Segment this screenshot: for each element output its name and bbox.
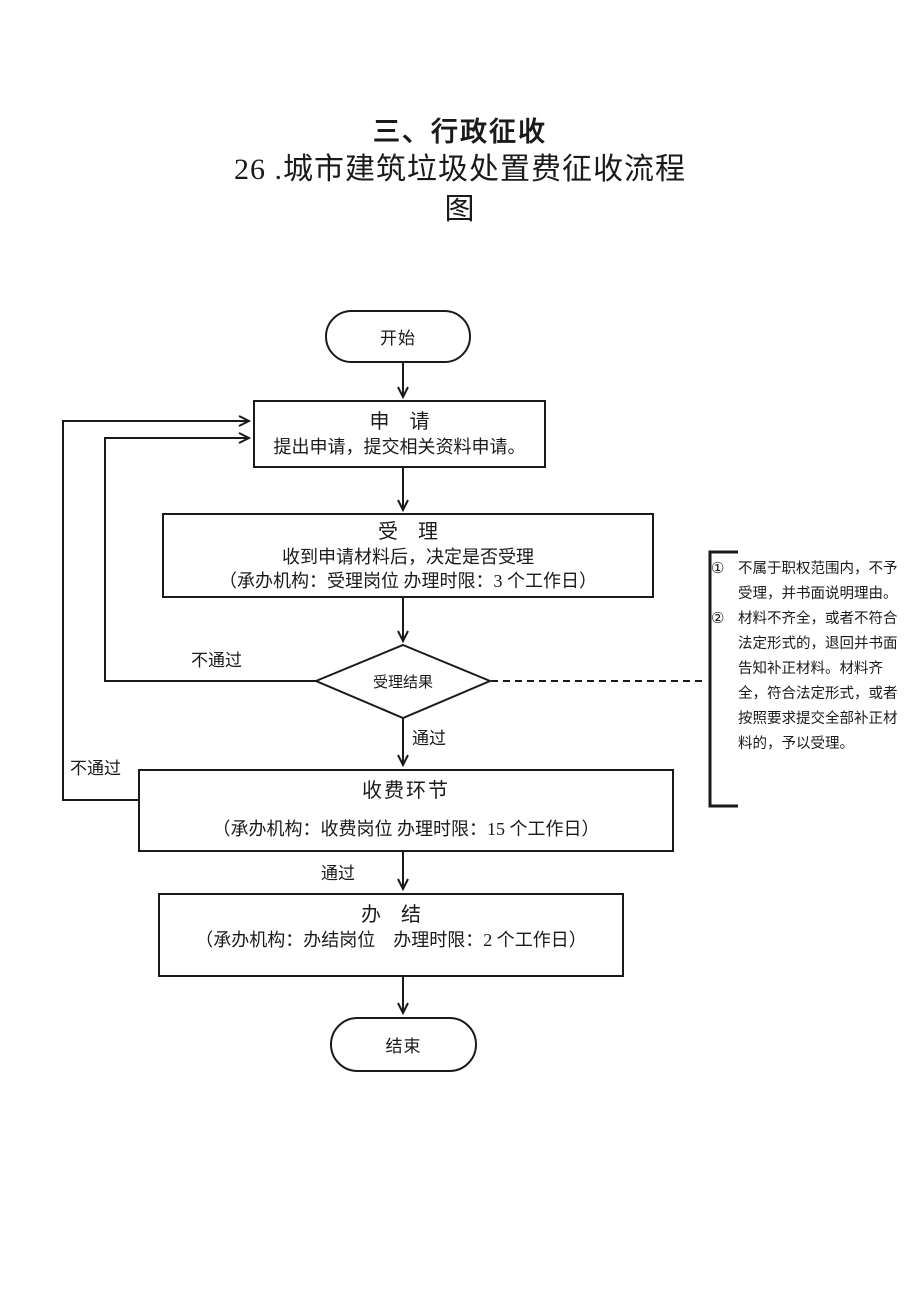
flow-node-start: 开始 [325,310,471,363]
charge-meta: （承办机构：收费岗位 办理时限：15 个工作日） [212,819,600,839]
decision-label: 受理结果 [372,675,433,691]
flow-node-charge: 收费环节 （承办机构：收费岗位 办理时限：15 个工作日） [138,769,674,852]
complete-title: 办 结 [361,904,421,926]
apply-desc: 提出申请，提交相关资料申请。 [273,437,526,457]
flow-node-end: 结束 [330,1017,477,1072]
note-item-1-number: ① [711,561,725,577]
edge-label-decision-pass: 通过 [412,729,446,748]
doc-title: 26 .城市建筑垃圾处置费征收流程 图 [0,150,920,230]
end-label: 结束 [385,1037,422,1056]
accept-meta: （承办机构：受理岗位 办理时限：3 个工作日） [219,570,597,591]
accept-title: 受 理 [378,520,438,543]
note-item-1: ① 不属于职权范围内，不予受理，并书面说明理由。 [711,557,907,607]
note-item-2: ② 材料不齐全，或者不符合法定形式的，退回并书面告知补正材料。材料齐 全，符合法… [711,607,907,757]
edge-label-decision-fail: 不通过 [191,651,242,670]
loop-charge-fail-to-apply [62,415,252,801]
flow-node-apply: 申 请 提出申请，提交相关资料申请。 [253,400,546,468]
charge-title: 收费环节 [362,780,450,802]
doc-title-line2: 图 [444,193,476,226]
flow-node-complete: 办 结 （承办机构：办结岗位 办理时限：2 个工作日） [158,893,624,977]
note-item-2-number: ② [711,611,725,627]
flow-node-accept: 受 理 收到申请材料后，决定是否受理 （承办机构：受理岗位 办理时限：3 个工作… [162,513,654,598]
edge-label-charge-pass: 通过 [321,864,355,883]
section-title: 三、行政征收 [373,117,547,147]
doc-title-line1: 26 .城市建筑垃圾处置费征收流程 [234,153,686,186]
apply-title: 申 请 [369,411,430,433]
complete-meta: （承办机构：办结岗位 办理时限：2 个工作日） [195,930,587,950]
side-note: ① 不属于职权范围内，不予受理，并书面说明理由。 ② 材料不齐全，或者不符合法定… [711,557,907,757]
accept-desc: 收到申请材料后，决定是否受理 [282,546,534,567]
start-label: 开始 [380,329,416,348]
note-item-2-text: 材料不齐全，或者不符合法定形式的，退回并书面告知补正材料。材料齐 全，符合法定形… [738,611,898,752]
edge-label-charge-fail: 不通过 [70,759,121,778]
note-item-1-text: 不属于职权范围内，不予受理，并书面说明理由。 [738,561,898,602]
